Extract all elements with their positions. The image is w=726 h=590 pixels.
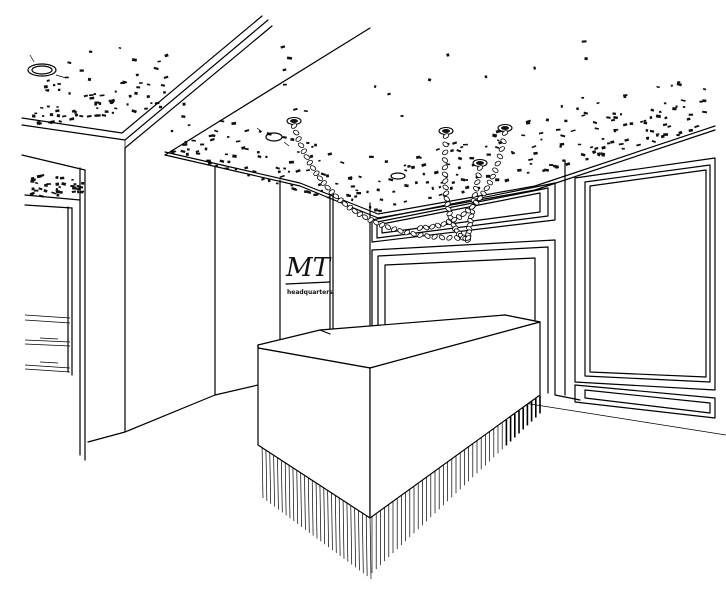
left-cabinet bbox=[21, 154, 86, 461]
logo-text: MT bbox=[285, 253, 332, 283]
counter-side bbox=[369, 321, 541, 519]
brand-logo: MT headquarters bbox=[285, 253, 333, 296]
ceiling-lights bbox=[27, 54, 406, 180]
logo-subtitle: headquarters bbox=[287, 289, 333, 296]
left-wall bbox=[87, 147, 259, 443]
main-ceiling-edge bbox=[164, 27, 716, 219]
soffit-panel bbox=[371, 182, 556, 243]
ceiling-texture bbox=[29, 40, 708, 213]
counter-front bbox=[257, 347, 371, 519]
right-wall bbox=[564, 157, 716, 419]
left-ceiling bbox=[21, 15, 273, 149]
counter-fluted-base bbox=[261, 395, 541, 580]
logo-wall bbox=[279, 179, 371, 359]
chandelier bbox=[286, 116, 513, 243]
reception-counter bbox=[257, 314, 541, 580]
